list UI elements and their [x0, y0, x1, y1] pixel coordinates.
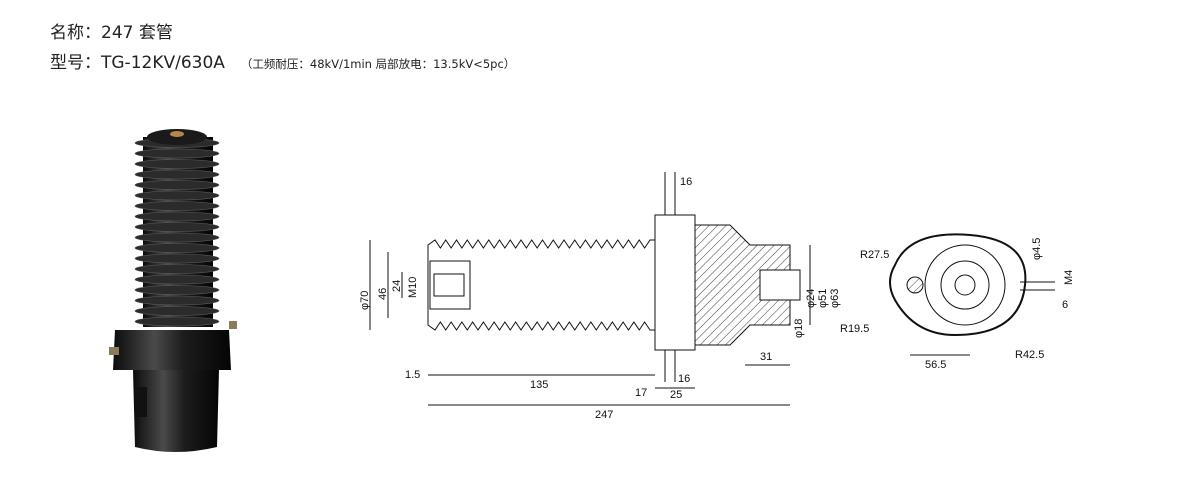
dim-phi63: φ63 — [829, 289, 841, 308]
dim-247: 247 — [595, 409, 613, 420]
shed-rib — [134, 169, 220, 180]
test-spec: （工频耐压：48kV/1min 局部放电：13.5kV<5pc） — [240, 57, 516, 71]
bottom-body — [133, 370, 219, 452]
top-terminal — [170, 131, 184, 137]
shed-rib — [134, 201, 220, 211]
shed-rib — [134, 253, 220, 264]
bushing-photo — [109, 129, 237, 452]
dim-phi70: φ70 — [359, 291, 371, 310]
flange — [113, 330, 231, 370]
shed-rib — [134, 180, 220, 190]
dim-56-5: 56.5 — [925, 359, 946, 371]
dim-6: 6 — [1062, 299, 1068, 311]
end-view-outline — [889, 233, 1027, 337]
end-view-mid-circle — [940, 260, 990, 310]
contact-bore — [759, 269, 801, 301]
ribbed-outline — [427, 239, 655, 331]
shed-rib — [134, 316, 220, 327]
shed-rib — [134, 190, 220, 201]
shed-rib — [134, 148, 220, 159]
flange-bolt-right — [229, 321, 237, 329]
bottom-slot — [135, 387, 147, 417]
product-name-line: 名称：247 套管 — [50, 18, 173, 43]
dim-r19-5: R19.5 — [840, 323, 869, 335]
shed-rib — [134, 295, 220, 306]
dim-phi18: φ18 — [793, 319, 805, 338]
dim-phi4-5: φ4.5 — [1031, 238, 1043, 260]
dim-r27-5: R27.5 — [860, 249, 889, 261]
name-label: 名称： — [50, 23, 101, 43]
dim-16-top: 16 — [680, 176, 692, 188]
end-view-bolt — [906, 276, 924, 294]
dim-m4: M4 — [1063, 270, 1075, 285]
model-value: TG-12KV/630A — [101, 53, 225, 73]
shed-rib — [134, 222, 220, 232]
dim-16-bottom: 16 — [678, 373, 690, 385]
flange-bolt-left — [109, 347, 119, 355]
m10-thread — [433, 273, 465, 297]
bushing-ribs — [134, 138, 220, 327]
dim-r42-5: R42.5 — [1015, 349, 1044, 361]
flange-section — [654, 214, 696, 351]
technical-drawing: 16 16 25 17 135 247 1.5 31 φ70 46 24 M10… — [359, 172, 1075, 420]
end-view-outer-circle — [924, 244, 1006, 326]
dim-phi24: φ24 — [805, 289, 817, 308]
shed-rib — [134, 264, 220, 274]
shed-rib — [134, 274, 220, 285]
dim-46: 46 — [377, 288, 389, 300]
shed-rib — [134, 285, 220, 295]
model-label: 型号： — [50, 53, 101, 73]
shed-rib — [134, 243, 220, 253]
shed-rib — [134, 232, 220, 243]
dim-1-5: 1.5 — [405, 369, 420, 381]
product-model-line: 型号：TG-12KV/630A （工频耐压：48kV/1min 局部放电：13.5… — [50, 48, 515, 73]
dim-17: 17 — [635, 387, 647, 399]
dim-phi51: φ51 — [817, 289, 829, 308]
dim-31: 31 — [760, 351, 772, 363]
shed-rib — [134, 306, 220, 316]
shed-rib — [134, 211, 220, 222]
end-view-inner-circle — [954, 274, 976, 296]
shed-rib — [134, 159, 220, 169]
dim-24-left: 24 — [391, 280, 403, 292]
dim-135: 135 — [530, 379, 548, 391]
name-value: 247 套管 — [101, 23, 173, 43]
dim-m10: M10 — [407, 277, 419, 298]
dim-25: 25 — [670, 389, 682, 401]
